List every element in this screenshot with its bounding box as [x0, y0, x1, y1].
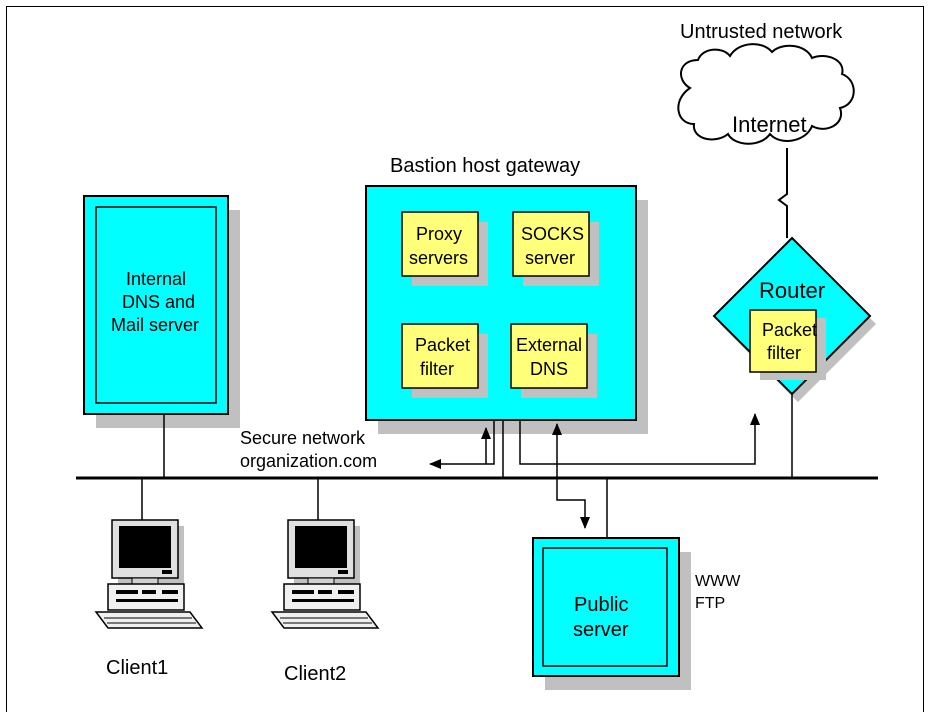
proxy-servers-box	[401, 211, 488, 286]
packet-filter-label-2: filter	[420, 359, 454, 379]
public-server-label-2: server	[573, 619, 629, 641]
socks-label-2: server	[525, 248, 575, 268]
external-dns-label-2: DNS	[530, 359, 568, 379]
internal-label-2: DNS and	[122, 292, 195, 312]
services-label-2: FTP	[695, 595, 725, 612]
socks-server-box	[512, 211, 599, 286]
secure-network-label-1: Secure network	[240, 428, 366, 448]
proxy-label-1: Proxy	[416, 224, 462, 244]
socks-label-1: SOCKS	[521, 224, 584, 244]
secure-network-label-2: organization.com	[240, 451, 377, 471]
internal-dns-mail-server	[83, 195, 240, 428]
bastion-title: Bastion host gateway	[390, 155, 580, 177]
internet-label: Internet	[732, 112, 807, 137]
router-pf-label-2: filter	[767, 343, 801, 363]
computer-icon	[95, 519, 203, 629]
untrusted-network-label: Untrusted network	[680, 21, 843, 43]
router-pf-label-1: Packet	[762, 320, 817, 340]
arrow-icon	[429, 413, 760, 529]
external-dns-box	[510, 323, 597, 398]
external-dns-label-1: External	[516, 335, 582, 355]
router-label: Router	[759, 278, 825, 303]
packet-filter-label-1: Packet	[415, 335, 470, 355]
router-packet-filter	[749, 309, 826, 380]
services-label-1: WWW	[695, 573, 741, 590]
internal-label-1: Internal	[126, 269, 186, 289]
client2-label: Client2	[284, 663, 346, 685]
cloud-icon	[677, 43, 855, 145]
public-server-label-1: Public	[574, 594, 628, 616]
internal-label-3: Mail server	[111, 315, 199, 335]
lightning-link-icon	[777, 148, 788, 238]
proxy-label-2: servers	[409, 248, 468, 268]
client1-label: Client1	[106, 657, 168, 679]
public-server	[532, 537, 691, 690]
computer-icon	[271, 519, 379, 629]
packet-filter-box	[401, 323, 488, 398]
